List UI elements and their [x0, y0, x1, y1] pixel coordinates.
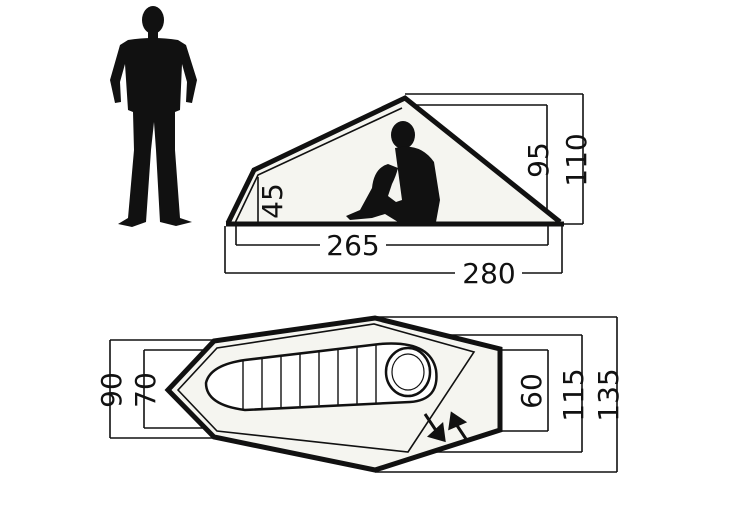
seated-person-icon: [346, 121, 440, 222]
top-tent-outline: [164, 315, 503, 473]
sleeping-bag-icon: [204, 342, 438, 412]
door-entry-arrows-icon: [423, 411, 470, 443]
dim-label-280: 280: [462, 257, 515, 290]
dim-label-70: 70: [129, 372, 162, 408]
top-view: [109, 315, 618, 473]
side-tent-outline: [225, 95, 562, 225]
dim-label-135: 135: [592, 368, 625, 421]
dim-label-115: 115: [557, 368, 590, 421]
inner-tent-outline: [176, 323, 476, 453]
dim-label-110: 110: [560, 133, 593, 186]
dim-label-45: 45: [256, 183, 289, 219]
side-inner-line: [234, 107, 403, 224]
dim-label-90: 90: [95, 372, 128, 408]
dim-label-60: 60: [515, 373, 548, 409]
dim-label-95: 95: [522, 142, 555, 178]
person-silhouette-icon: [110, 6, 197, 227]
side-view: [224, 93, 584, 274]
dim-label-265: 265: [326, 229, 379, 262]
